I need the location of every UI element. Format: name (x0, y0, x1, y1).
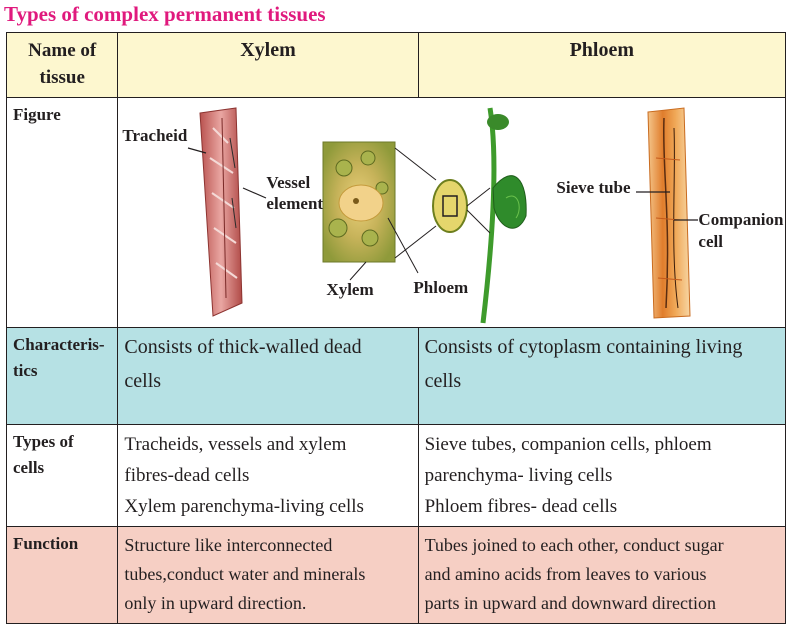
figure-row: Figure (5, 97, 786, 328)
tracheid-illustration (199, 107, 243, 317)
types-xylem-cell: Tracheids, vessels and xylem fibres-dead… (117, 424, 419, 527)
plant-illustration (432, 107, 528, 324)
characteristics-label-cell: Characteris- tics (5, 327, 119, 425)
header-phloem: Phloem (417, 32, 787, 98)
function-label-cell: Function (5, 526, 119, 624)
header-label-line: tissue (39, 67, 85, 88)
text-line: Consists of thick-walled dead (124, 336, 362, 358)
phloem-figure-label: Phloem (413, 278, 469, 297)
text-line: cells (124, 370, 162, 392)
header-xylem-label: Xylem (240, 39, 296, 61)
text-line: cells (424, 370, 462, 392)
figure-label: Figure (13, 105, 61, 124)
text-line: Sieve tubes, companion cells, phloem (424, 434, 712, 455)
text-line: parts in upward and downward direction (424, 593, 716, 613)
text-line: Xylem parenchyma-living cells (124, 496, 364, 517)
row-label-line: tics (13, 361, 38, 380)
header-xylem: Xylem (117, 32, 419, 98)
row-label-line: Characteris- (13, 335, 105, 354)
text-line: Phloem fibres- dead cells (424, 496, 618, 517)
characteristics-xylem-cell: Consists of thick-walled dead cells (117, 327, 419, 425)
text-line: and amino acids from leaves to various (424, 564, 707, 584)
types-phloem-cell: Sieve tubes, companion cells, phloem par… (417, 424, 787, 527)
tracheid-label: Tracheid (122, 126, 188, 145)
tissue-comparison-table: Name of tissue Xylem Phloem Figure (5, 32, 787, 624)
header-row: Name of tissue Xylem Phloem (5, 32, 787, 98)
text-line: Tubes joined to each other, conduct suga… (424, 535, 724, 555)
text-line: Consists of cytoplasm containing living (424, 336, 743, 358)
cell-label: cell (698, 232, 723, 251)
function-label: Function (13, 534, 79, 553)
function-row: Function Structure like interconnected t… (5, 526, 787, 624)
text-line: fibres-dead cells (124, 465, 250, 486)
vascular-bundle-illustration (322, 141, 396, 263)
text-line: tubes,conduct water and minerals (124, 564, 366, 584)
page-title: Types of complex permanent tissues (4, 2, 326, 26)
figure-cell: Tracheid Vessel element Xylem Phloem Sie… (117, 97, 786, 328)
types-of-cells-row: Types of cells Tracheids, vessels and xy… (5, 424, 787, 527)
header-label-line: Name of (28, 40, 97, 61)
row-label-line: cells (13, 458, 45, 477)
text-line: Structure like interconnected (124, 535, 333, 555)
header-phloem-label: Phloem (569, 39, 634, 61)
text-line: Tracheids, vessels and xylem (124, 434, 347, 455)
row-label-line: Types of (13, 432, 74, 451)
types-label-cell: Types of cells (5, 424, 119, 527)
header-name-of-tissue: Name of tissue (5, 32, 119, 98)
figure-illustration (188, 107, 699, 324)
sieve-tube-illustration (647, 107, 691, 319)
vessel-label: Vessel (266, 173, 311, 192)
figure-label-cell: Figure (5, 97, 119, 328)
characteristics-row: Characteris- tics Consists of thick-wall… (5, 327, 787, 425)
text-line: only in upward direction. (124, 593, 307, 613)
xylem-figure-label: Xylem (326, 280, 374, 299)
function-phloem-cell: Tubes joined to each other, conduct suga… (417, 526, 787, 624)
sieve-tube-label: Sieve tube (556, 178, 631, 197)
companion-label: Companion (698, 210, 784, 229)
element-label: element (266, 194, 324, 213)
characteristics-phloem-cell: Consists of cytoplasm containing living … (417, 327, 787, 425)
text-line: parenchyma- living cells (424, 465, 613, 486)
function-xylem-cell: Structure like interconnected tubes,cond… (117, 526, 419, 624)
